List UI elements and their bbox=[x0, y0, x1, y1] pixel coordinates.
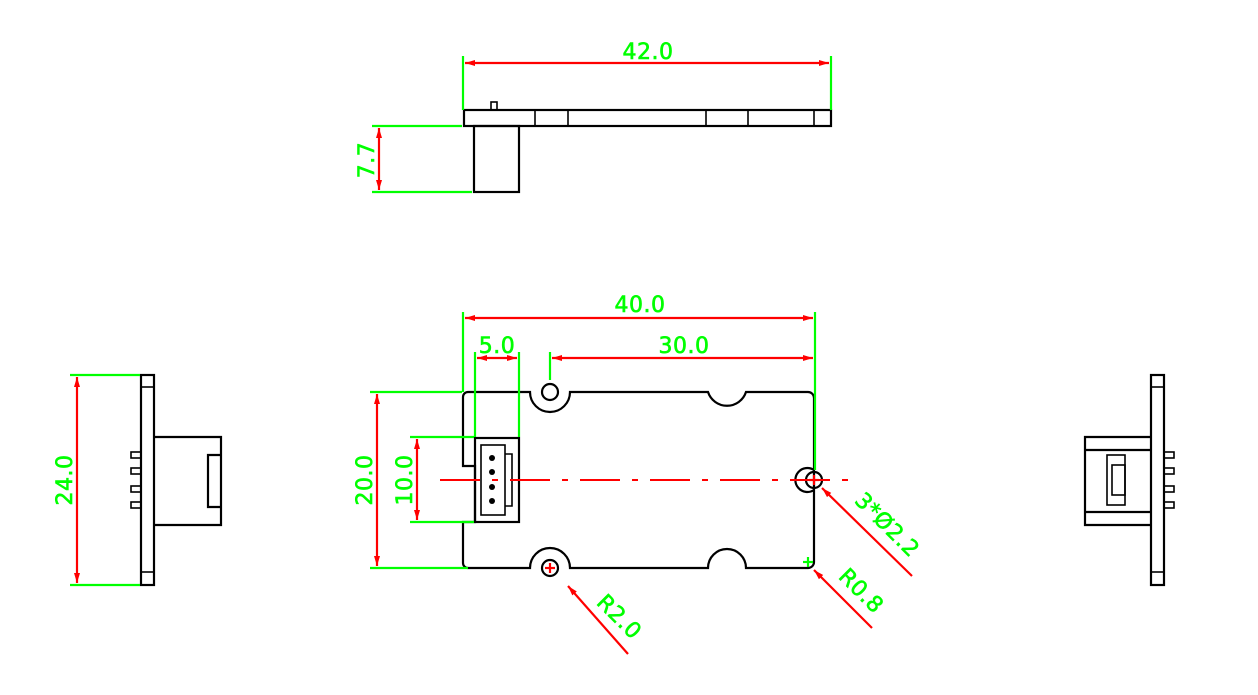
dim-length-42: 42.0 bbox=[623, 40, 674, 65]
dim-edge-5: 5.0 bbox=[479, 334, 516, 359]
mounting-hole-bottom bbox=[540, 558, 560, 578]
left-side-view: 24.0 bbox=[53, 373, 223, 587]
leader-corner-radius bbox=[813, 569, 873, 629]
dim-hole-spacing-30: 30.0 bbox=[659, 334, 710, 359]
center-marks bbox=[545, 475, 819, 573]
top-view-pin bbox=[490, 101, 498, 111]
dim-connector-10: 10.0 bbox=[393, 455, 418, 506]
leader-notch-radius bbox=[567, 585, 629, 655]
label-notch-radius: R2.0 bbox=[591, 590, 646, 645]
right-side-connector bbox=[1083, 435, 1151, 527]
label-corner-radius: R0.8 bbox=[833, 564, 888, 619]
top-view-board bbox=[462, 108, 833, 128]
leader-hole-spec bbox=[821, 487, 913, 577]
dim-width-40: 40.0 bbox=[615, 293, 666, 318]
top-view-connector bbox=[472, 124, 521, 194]
dim-board-height-20: 20.0 bbox=[353, 455, 378, 506]
right-side-view bbox=[1083, 373, 1175, 587]
right-side-board bbox=[1149, 373, 1166, 587]
left-side-pins bbox=[130, 451, 142, 509]
front-view: 40.0 5.0 30.0 20.0 10.0 3*Ø2.2 R0.8 R2.0 bbox=[353, 293, 924, 655]
top-view: 42.0 7.7 bbox=[355, 40, 833, 194]
mounting-hole-top bbox=[540, 382, 560, 402]
left-side-board bbox=[139, 373, 156, 587]
dim-height-7-7: 7.7 bbox=[355, 142, 380, 179]
dim-height-24: 24.0 bbox=[53, 455, 78, 506]
right-side-pins bbox=[1163, 451, 1175, 509]
left-side-connector bbox=[154, 435, 223, 527]
